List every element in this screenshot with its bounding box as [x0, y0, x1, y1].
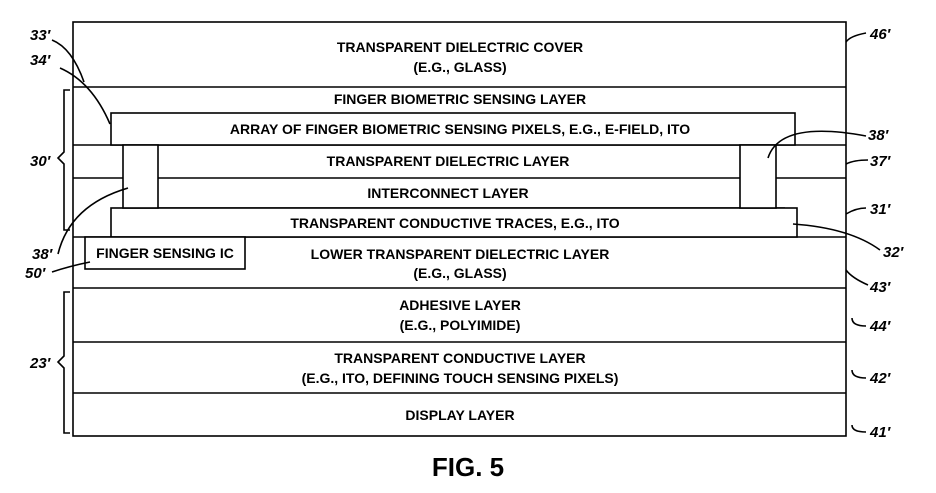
conductive-label-1: TRANSPARENT CONDUCTIVE LAYER — [334, 350, 585, 366]
ref-46: 46′ — [869, 26, 892, 43]
leader-38-right — [767, 130, 867, 159]
adhesive-label-1: ADHESIVE LAYER — [399, 297, 521, 313]
dielectric-label: TRANSPARENT DIELECTRIC LAYER — [327, 153, 570, 169]
ref-41: 41′ — [869, 424, 892, 441]
ref-32: 32′ — [883, 244, 905, 261]
ref-44: 44′ — [869, 318, 892, 335]
traces-box — [110, 207, 798, 238]
conductive-label-2: (E.G., ITO, DEFINING TOUCH SENSING PIXEL… — [302, 370, 619, 386]
lower-dielectric-label-2: (E.G., GLASS) — [413, 265, 506, 281]
leader-43 — [845, 269, 869, 286]
ref-38-right: 38′ — [868, 127, 890, 144]
ref-33: 33′ — [30, 27, 52, 44]
via-right — [739, 144, 777, 209]
interconnect-label: INTERCONNECT LAYER — [367, 185, 528, 201]
lower-dielectric-label-1: LOWER TRANSPARENT DIELECTRIC LAYER — [311, 246, 610, 262]
ref-30: 30′ — [30, 153, 52, 170]
ref-38-left: 38′ — [32, 246, 54, 263]
leader-38-left — [57, 187, 129, 255]
leader-44 — [851, 317, 867, 327]
ref-37: 37′ — [870, 153, 892, 170]
leader-46 — [845, 32, 867, 43]
leader-31 — [845, 207, 867, 215]
ref-31: 31′ — [870, 201, 892, 218]
bracket-23 — [56, 291, 70, 434]
ref-50: 50′ — [25, 265, 47, 282]
leader-32 — [792, 223, 881, 251]
ref-42: 42′ — [869, 370, 892, 387]
finger-sensing-ic-box — [84, 236, 246, 270]
cover-label-1: TRANSPARENT DIELECTRIC COVER — [337, 39, 583, 55]
leader-41 — [851, 424, 867, 433]
leader-37 — [845, 159, 869, 165]
leader-42 — [851, 369, 867, 379]
figure-caption: FIG. 5 — [432, 452, 504, 482]
ref-34: 34′ — [30, 52, 52, 69]
pixel-array-box — [110, 112, 796, 146]
finger-biometric-label: FINGER BIOMETRIC SENSING LAYER — [334, 91, 586, 107]
display-label: DISPLAY LAYER — [405, 407, 514, 423]
finger-sensing-ic-label: FINGER SENSING IC — [96, 245, 234, 261]
ref-23: 23′ — [29, 355, 52, 372]
traces-label: TRANSPARENT CONDUCTIVE TRACES, E.G., ITO — [290, 215, 619, 231]
pixel-array-label: ARRAY OF FINGER BIOMETRIC SENSING PIXELS… — [230, 121, 690, 137]
bracket-30 — [56, 89, 70, 231]
cover-label-2: (E.G., GLASS) — [413, 59, 506, 75]
adhesive-label-2: (E.G., POLYIMIDE) — [400, 317, 521, 333]
via-left — [122, 144, 159, 209]
leader-50 — [51, 261, 91, 273]
leader-33 — [51, 39, 85, 83]
leader-34 — [59, 67, 111, 125]
ref-43: 43′ — [869, 279, 892, 296]
